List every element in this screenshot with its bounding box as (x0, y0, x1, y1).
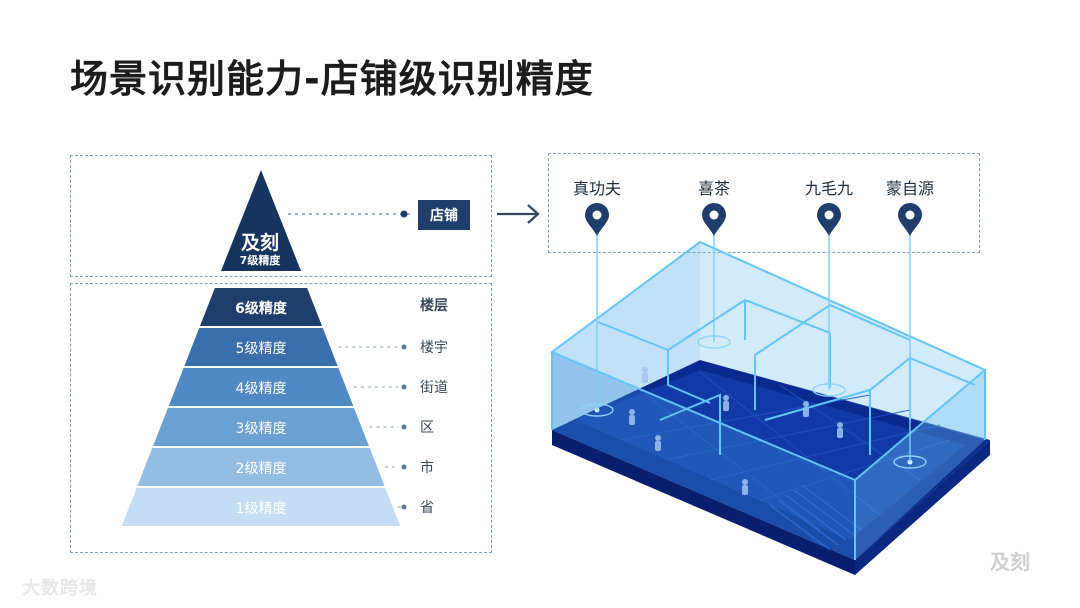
tier-side-label-4: 街道 (420, 380, 448, 396)
tier-connector-dot-2 (401, 464, 407, 470)
pyramid-tier-3 (153, 408, 369, 446)
store-pins (585, 203, 922, 236)
store-list-box (548, 153, 980, 253)
shop-level-label: 店铺 (418, 200, 470, 230)
tier-side-label-6: 楼层 (420, 298, 448, 314)
apex-subtitle: 7级精度 (239, 254, 281, 267)
tier-label-4: 4级精度 (235, 381, 287, 397)
pyramid-tiers (121, 288, 401, 526)
tier-connectors (338, 344, 407, 510)
tier-side-label-1: 省 (420, 500, 434, 516)
tier-side-label-5: 楼宇 (420, 340, 448, 356)
store-label-jiumaojiu: 九毛九 (804, 179, 853, 198)
tier-label-2: 2级精度 (235, 461, 287, 477)
tier-label-6: 6级精度 (235, 301, 287, 317)
tier-connector-dot-1 (401, 504, 407, 510)
location-pin-icon (702, 203, 726, 236)
tier-label-5: 5级精度 (235, 341, 287, 357)
pyramid-tier-4 (168, 368, 354, 406)
pyramid-bottom-box (70, 283, 492, 553)
watermark-left: 大数跨境 (22, 578, 98, 599)
tier-side-label-2: 市 (420, 460, 434, 476)
pyramid-tier-1 (121, 488, 401, 526)
apex-title: 及刻 (240, 232, 279, 254)
tier-label-3: 3级精度 (235, 421, 287, 437)
apex-connector-dot (400, 210, 408, 218)
pyramid-top-box (70, 155, 492, 277)
watermark-right: 及刻 (990, 550, 1030, 574)
location-pin-icon (585, 203, 609, 236)
store-label-xicha: 喜茶 (697, 179, 730, 198)
tier-connector-dot-3 (401, 424, 407, 430)
tier-connector-dot-4 (401, 384, 407, 390)
pyramid-tier-6 (199, 288, 323, 326)
store-label-zhengongfu: 真功夫 (572, 179, 621, 198)
tier-label-1: 1级精度 (235, 501, 287, 517)
pyramid-tier-2 (137, 448, 385, 486)
pyramid-tier-5 (184, 328, 338, 366)
pyramid-apex (221, 170, 301, 271)
right-arrow-icon (497, 204, 540, 224)
location-pin-icon (898, 203, 922, 236)
store-label-mengziyuan: 蒙自源 (885, 179, 934, 198)
tier-connector-dot-5 (401, 344, 407, 350)
page-title: 场景识别能力-店铺级识别精度 (70, 57, 594, 101)
tier-side-label-3: 区 (420, 420, 434, 436)
building-3d-illustration (549, 230, 990, 575)
location-pin-icon (817, 203, 841, 236)
